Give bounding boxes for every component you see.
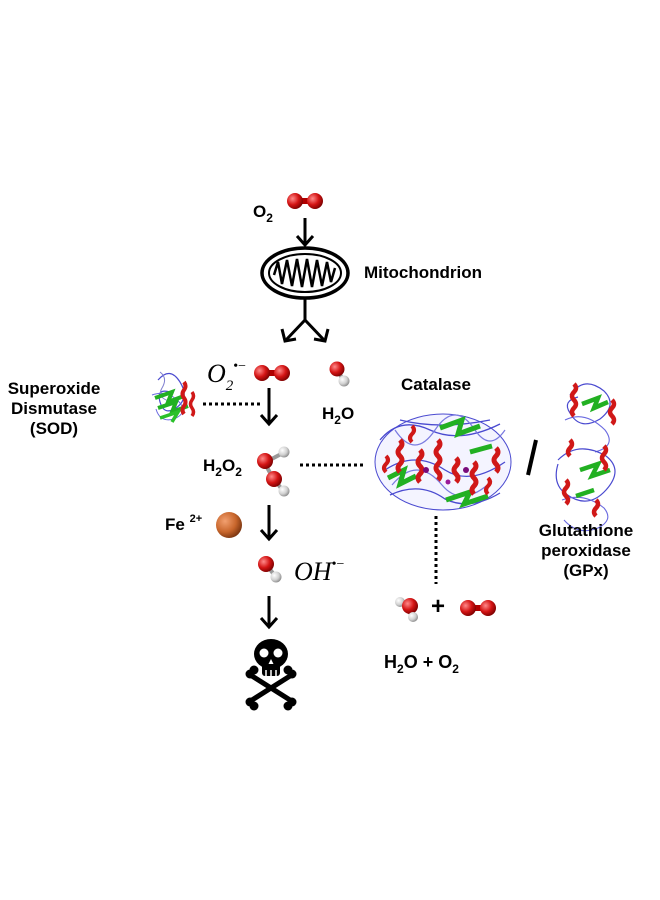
arrow-to-hydroxyl (259, 505, 279, 542)
water-molecule-top (327, 359, 352, 389)
mitochondrion-label: Mitochondrion (364, 263, 483, 282)
arrow-to-h2o2 (259, 388, 279, 427)
sod-label-line2: Dismutase (11, 399, 97, 418)
sod-label: Superoxide Dismutase (SOD) (0, 379, 108, 439)
products-h-symbol: H (384, 652, 397, 672)
gpx-label-line3: (GPx) (563, 561, 609, 580)
plus-sign: + (431, 593, 446, 620)
separator-slash (526, 439, 538, 476)
water-o-symbol: O (340, 404, 355, 423)
gpx-label-line1: Glutathione (538, 521, 634, 540)
h2o2-subscript-2: 2 (235, 465, 242, 479)
water-h-symbol: H (322, 404, 335, 423)
o2-label: O2 (253, 202, 273, 225)
skull-crossbones-icon (245, 639, 297, 711)
sod-label-line1: Superoxide (7, 379, 101, 398)
fe-charge: 2+ (189, 513, 203, 525)
products-o-symbols: O + O (403, 652, 453, 672)
gpx-label: Glutathione peroxidase (GPx) (528, 521, 644, 581)
h2o2-o-symbol: O (221, 456, 236, 475)
h2o2-molecule (257, 446, 290, 497)
h2o2-label: H2O2 (203, 456, 242, 479)
superoxide-superscript: •− (233, 359, 247, 374)
fe-symbol: Fe (165, 515, 185, 534)
superoxide-label: O2 •− (207, 359, 247, 394)
sod-protein-structure (151, 371, 196, 423)
products-subscript-2: 2 (452, 662, 459, 676)
fe-label: Fe 2+ (165, 513, 203, 537)
arrow-to-mitochondrion (295, 218, 315, 248)
product-water-molecule (395, 597, 418, 622)
h2o2-h-symbol: H (203, 456, 216, 475)
o2-molecule (287, 193, 323, 209)
o2-symbol: O (253, 202, 267, 221)
product-o2-molecule (460, 600, 496, 616)
water-label-top: H2O (322, 404, 355, 427)
split-arrow (280, 299, 330, 343)
o2-subscript: 2 (266, 211, 273, 225)
gpx-label-line2: peroxidase (541, 541, 631, 560)
products-label: H2O + O2 (384, 652, 459, 676)
hydroxyl-label: OH•− (294, 557, 345, 591)
arrow-to-toxicity (259, 596, 279, 630)
gpx-protein-structure (555, 382, 617, 532)
water-subscript: 2 (334, 413, 341, 427)
mitochondrion-icon (260, 246, 350, 300)
superoxide-subscript: 2 (225, 378, 234, 394)
fe-ion-atom (216, 512, 242, 538)
h2o2-subscript-1: 2 (215, 465, 222, 479)
products-subscript-1: 2 (397, 662, 404, 676)
hydroxyl-molecule (258, 556, 282, 583)
hydroxyl-superscript: •− (331, 557, 345, 572)
superoxide-symbol: O (207, 359, 226, 388)
catalase-protein-structure (374, 413, 512, 511)
catalase-label: Catalase (401, 375, 471, 394)
superoxide-molecule (254, 365, 290, 381)
sod-label-line3: (SOD) (29, 419, 79, 438)
hydroxyl-symbol: OH (294, 557, 332, 586)
